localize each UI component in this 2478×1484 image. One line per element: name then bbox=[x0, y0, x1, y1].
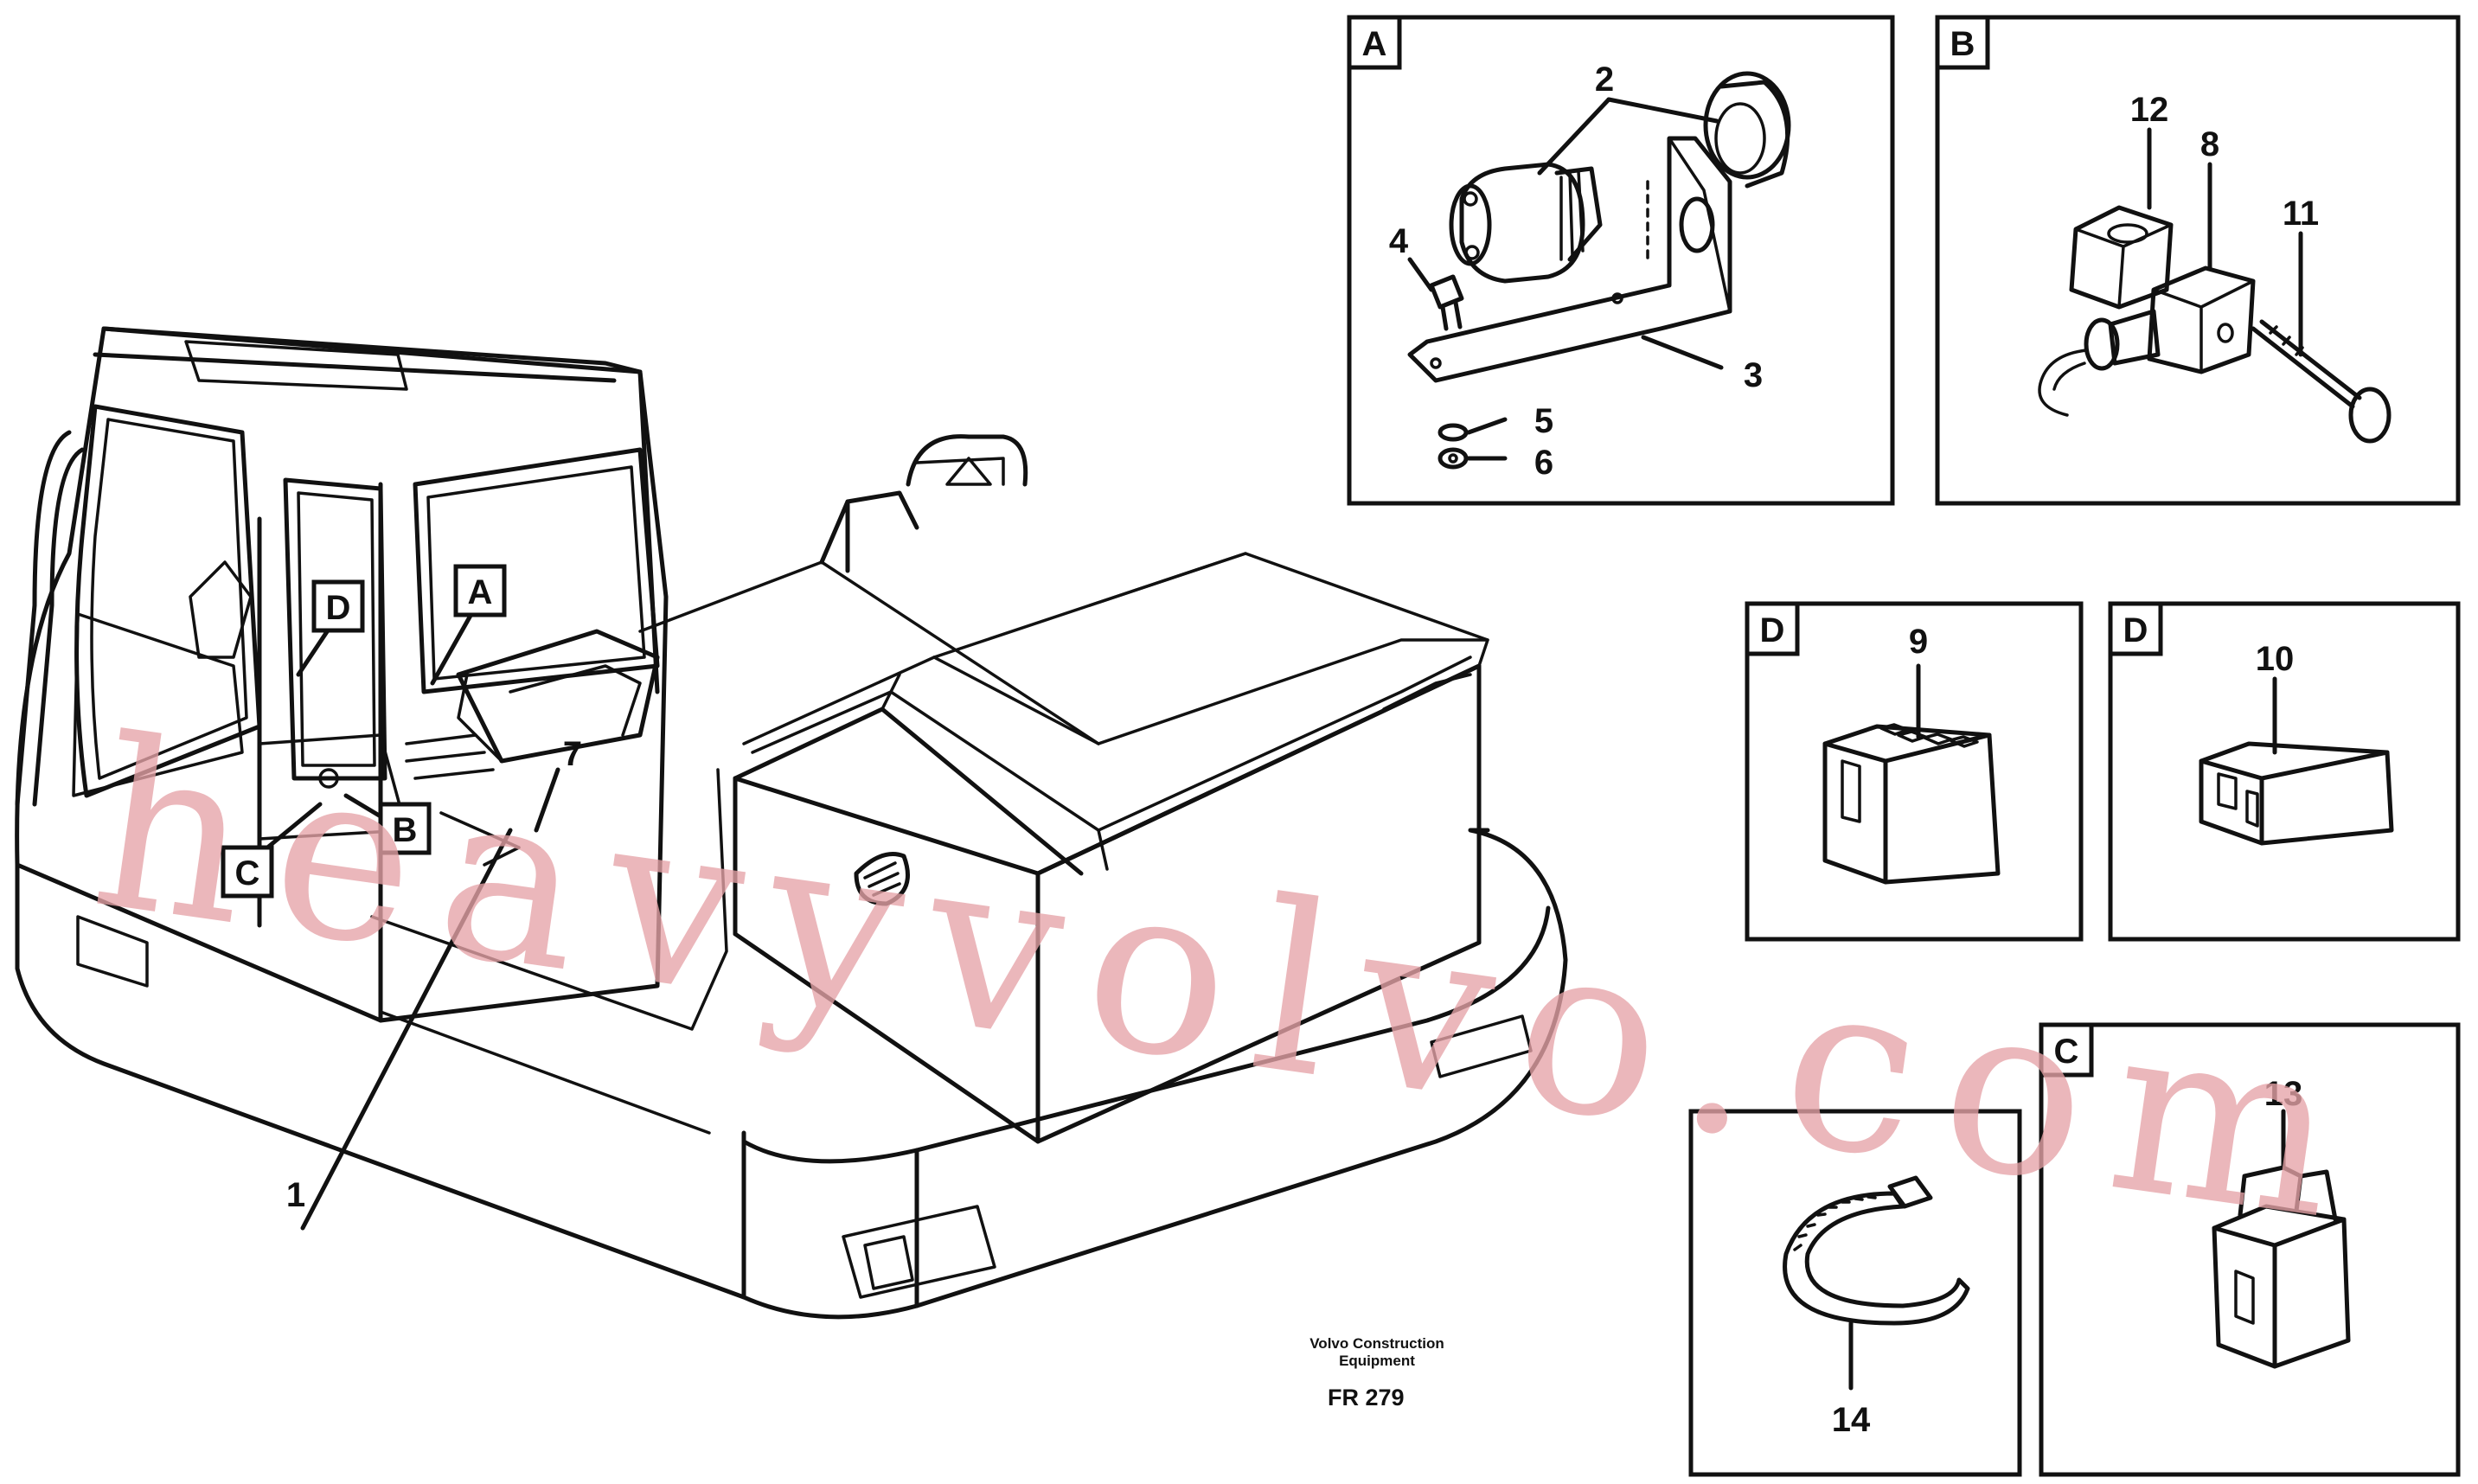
part-number-3: 3 bbox=[1744, 356, 1763, 394]
part-number-4: 4 bbox=[1389, 222, 1409, 260]
detail-panel-a: A 2 4 3 5 6 bbox=[1347, 15, 1895, 506]
svg-text:D: D bbox=[326, 589, 351, 627]
part-number-13: 13 bbox=[2264, 1075, 2303, 1113]
brand-block: Volvo Construction Equipment FR 279 bbox=[1309, 1335, 1444, 1410]
detail-panel-cable-tie: 14 bbox=[1688, 1109, 2022, 1477]
part-number-9: 9 bbox=[1909, 623, 1928, 661]
panel-c-label: C bbox=[2054, 1033, 2079, 1071]
part-number-2: 2 bbox=[1595, 61, 1614, 99]
svg-text:B: B bbox=[393, 811, 418, 849]
panel-d-label-2: D bbox=[2123, 611, 2148, 649]
part-number-11: 11 bbox=[2283, 195, 2319, 233]
part-number-5: 5 bbox=[1534, 402, 1553, 440]
part-number-10: 10 bbox=[2256, 640, 2295, 678]
callout-tag-c-main: C bbox=[221, 845, 274, 899]
excavator-upper-structure bbox=[15, 326, 1568, 1320]
brand-line-1: Volvo Construction bbox=[1309, 1335, 1444, 1352]
panel-b-label: B bbox=[1950, 25, 1975, 63]
detail-panel-d-fuse: D 10 bbox=[2108, 601, 2461, 942]
panel-d-label-1: D bbox=[1760, 611, 1785, 649]
detail-panel-c: C 13 bbox=[2039, 1022, 2461, 1477]
figure-code: FR 279 bbox=[1328, 1385, 1405, 1410]
detail-panel-d-relay: D 9 bbox=[1745, 601, 2084, 942]
part-number-8: 8 bbox=[2200, 125, 2219, 163]
brand-line-2: Equipment bbox=[1339, 1353, 1415, 1369]
callout-tag-d-main: D bbox=[311, 579, 365, 633]
part-number-12: 12 bbox=[2130, 91, 2169, 129]
detail-panel-b: B 12 8 11 bbox=[1935, 15, 2461, 506]
callout-tag-b-main: B bbox=[378, 802, 432, 855]
svg-text:C: C bbox=[235, 854, 260, 892]
part-number-6: 6 bbox=[1534, 444, 1553, 482]
panel-a-label: A bbox=[1362, 25, 1387, 63]
callout-tag-a-main: A bbox=[453, 564, 507, 617]
part-number-1: 1 bbox=[286, 1176, 305, 1214]
svg-text:A: A bbox=[468, 573, 493, 611]
part-number-14: 14 bbox=[1832, 1401, 1871, 1439]
part-number-7: 7 bbox=[563, 735, 582, 773]
